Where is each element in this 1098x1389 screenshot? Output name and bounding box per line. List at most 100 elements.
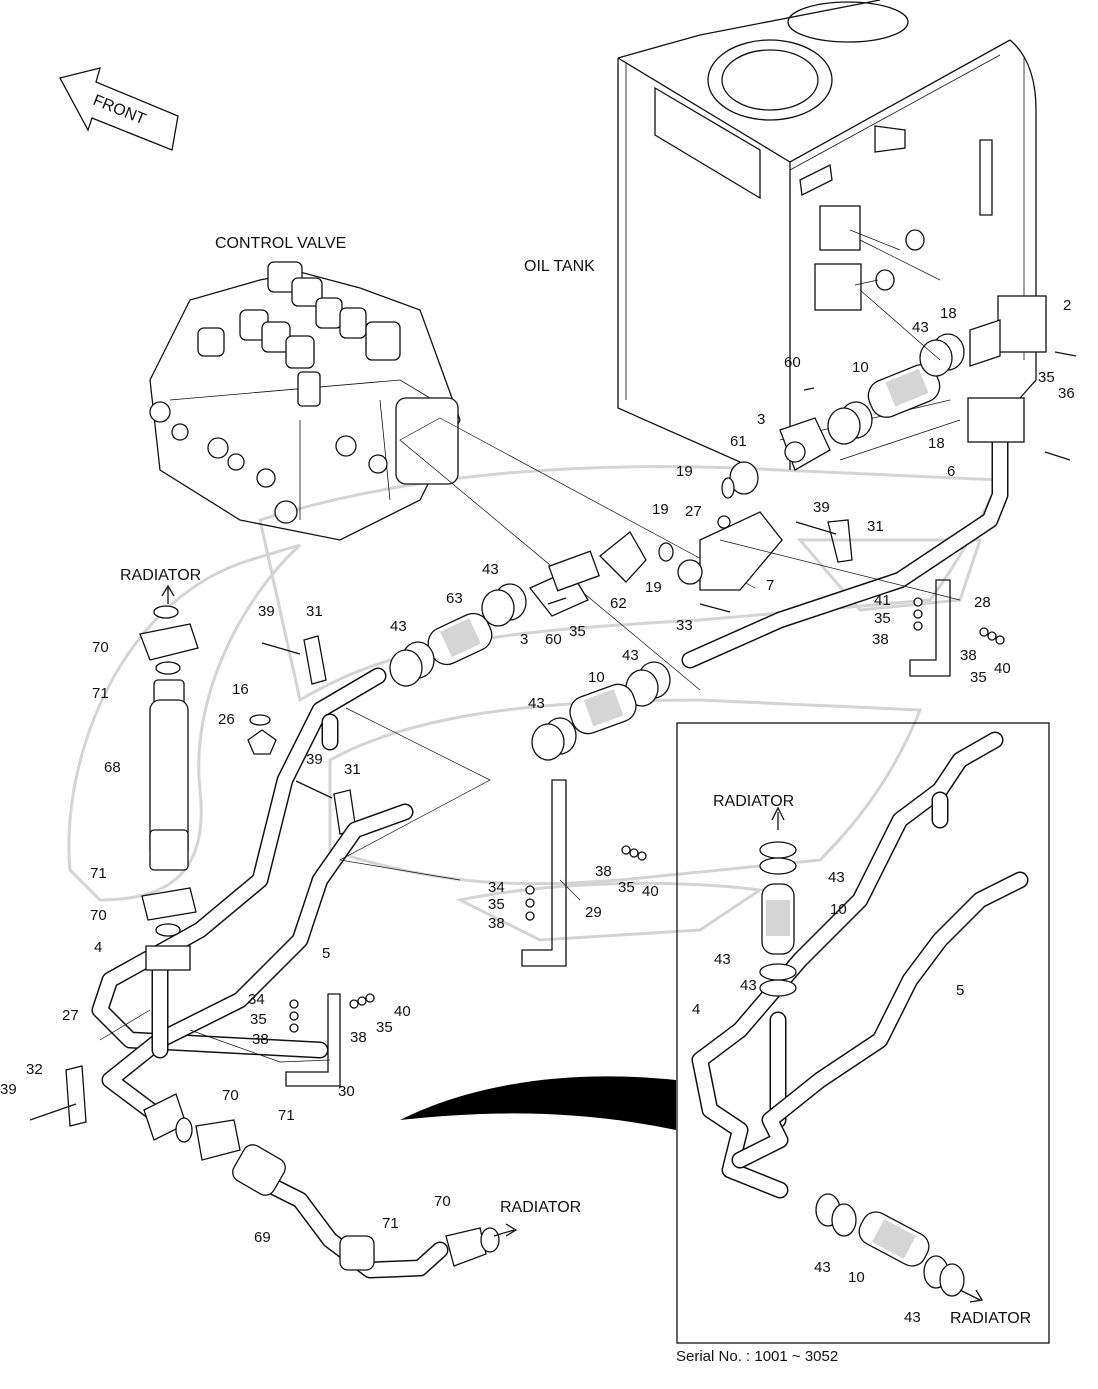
hose-clamp-43 (831, 1203, 857, 1237)
callout-39: 39 (813, 499, 830, 516)
callout-40: 40 (642, 883, 659, 900)
flange-3 (548, 550, 600, 592)
callout-18: 18 (928, 435, 945, 452)
serial-number: Serial No. : 1001 ~ 3052 (676, 1348, 839, 1365)
flange-70 (139, 623, 199, 661)
callout-35: 35 (569, 623, 586, 640)
adapter-2 (969, 319, 1001, 367)
hose-clamp-43 (389, 649, 423, 687)
callout-4: 4 (692, 1001, 700, 1018)
callout-43: 43 (828, 869, 845, 886)
callout-5: 5 (322, 945, 330, 962)
radiator-label-4: RADIATOR (950, 1310, 1031, 1327)
callout-16: 16 (232, 681, 249, 698)
callout-40: 40 (994, 660, 1011, 677)
callout-10: 10 (830, 901, 847, 918)
callout-7: 7 (766, 577, 774, 594)
callout-39: 39 (306, 751, 323, 768)
callout-68: 68 (104, 759, 121, 776)
callout-71: 71 (90, 865, 107, 882)
callout-19: 19 (645, 579, 662, 596)
callout-43: 43 (912, 319, 929, 336)
adapter-3 (779, 417, 831, 471)
callout-38: 38 (488, 915, 505, 932)
hose-clamp-43 (759, 841, 797, 859)
callout-35: 35 (488, 896, 505, 913)
callout-43: 43 (390, 618, 407, 635)
callout-62: 62 (610, 595, 627, 612)
clip-31 (827, 519, 853, 563)
detail-pipe-5 (731, 871, 1029, 1169)
callout-39: 39 (0, 1081, 17, 1098)
oring (155, 661, 181, 675)
callout-27: 27 (685, 503, 702, 520)
callout-70: 70 (90, 907, 107, 924)
callout-31: 31 (344, 761, 361, 778)
callout-3: 3 (520, 631, 528, 648)
callout-38: 38 (872, 631, 889, 648)
callout-43: 43 (528, 695, 545, 712)
bracket-28 (909, 579, 951, 677)
callout-70: 70 (92, 639, 109, 656)
callout-63: 63 (446, 590, 463, 607)
oring-16 (249, 714, 271, 726)
callout-38: 38 (252, 1031, 269, 1048)
pipe-6 (681, 431, 1009, 669)
clip-32 (65, 1065, 87, 1127)
callout-5: 5 (956, 982, 964, 999)
callout-27: 27 (62, 1007, 79, 1024)
callout-35: 35 (250, 1011, 267, 1028)
hose-clamp-43 (481, 589, 515, 627)
pipe-69-end (232, 1144, 286, 1196)
flange-70 (141, 887, 197, 921)
front-label: FRONT (91, 92, 149, 128)
control-valve-title: CONTROL VALVE (215, 235, 346, 252)
callout-43: 43 (714, 951, 731, 968)
plug-26 (247, 729, 277, 755)
callout-3: 3 (757, 411, 765, 428)
callout-40: 40 (394, 1003, 411, 1020)
front-arrow: FRONT (59, 67, 179, 151)
oring (175, 1117, 193, 1143)
callout-31: 31 (306, 603, 323, 620)
oil-tank-title: OIL TANK (524, 258, 595, 275)
hose-clamp-43 (759, 979, 797, 997)
hose-clamp-43 (939, 1263, 965, 1297)
callout-numbers: 18 2 43 10 60 35 36 3 61 18 19 6 27 39 3… (0, 297, 1075, 1326)
oring (480, 1227, 500, 1253)
callout-39: 39 (258, 603, 275, 620)
check-valve-62 (599, 531, 647, 583)
callout-41: 41 (874, 592, 891, 609)
detail-pointer-arrow (400, 1076, 676, 1130)
callout-35: 35 (376, 1019, 393, 1036)
callout-43: 43 (904, 1309, 921, 1326)
bolts (29, 351, 1077, 1121)
hose-10 (569, 683, 637, 735)
callout-69: 69 (254, 1229, 271, 1246)
callout-71: 71 (382, 1215, 399, 1232)
callout-33: 33 (676, 617, 693, 634)
callout-35: 35 (874, 610, 891, 627)
radiator-arrows (161, 584, 518, 1237)
callout-35: 35 (1038, 369, 1055, 386)
callout-29: 29 (585, 904, 602, 921)
callout-28: 28 (974, 594, 991, 611)
callout-18: 18 (940, 305, 957, 322)
oring-19 (658, 542, 674, 562)
flange-70 (195, 1119, 241, 1161)
hose-10-upper (867, 364, 941, 418)
callout-60: 60 (545, 631, 562, 648)
callout-36: 36 (1058, 385, 1075, 402)
callout-71: 71 (278, 1107, 295, 1124)
pipe-5 (101, 803, 414, 1119)
flange-2 (997, 295, 1047, 353)
callout-4: 4 (94, 939, 102, 956)
callout-61: 61 (730, 433, 747, 450)
oring-19 (721, 477, 735, 499)
callout-34: 34 (488, 879, 505, 896)
clip-31 (303, 635, 327, 685)
callout-32: 32 (26, 1061, 43, 1078)
detail-arrow-right (959, 1289, 984, 1303)
radiator-label-2: RADIATOR (500, 1199, 581, 1216)
